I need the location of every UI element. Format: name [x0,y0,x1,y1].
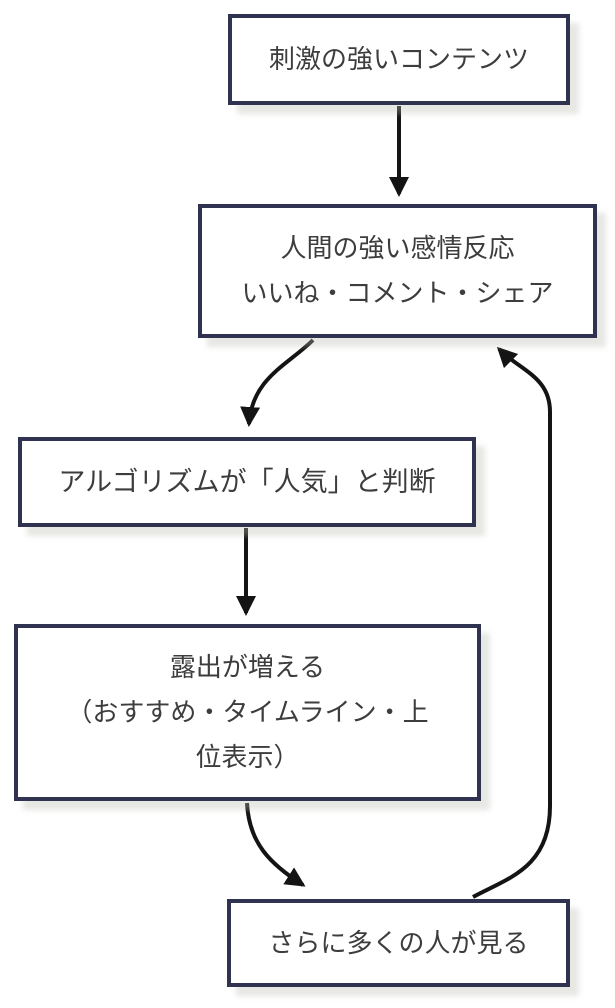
arrow-feedback-morepeople-to-reaction [472,346,552,899]
flow-box-stimulating-content: 刺激の強いコンテンツ [228,14,570,105]
box-text: いいね・コメント・シェア [241,278,554,308]
flow-box-algorithm-popular: アルゴリズムが「人気」と判断 [18,437,476,527]
arrow-exposure-to-morepeople [245,802,306,887]
flow-box-emotional-reaction: 人間の強い感情反応 いいね・コメント・シェア [198,204,597,338]
flow-box-more-people-see: さらに多くの人が見る [227,899,570,987]
flow-box-exposure-increases: 露出が増える （おすすめ・タイムライン・上 位表示） [14,624,481,801]
box-text: 人間の強い感情反応 [280,233,515,263]
arrow-reaction-to-algorithm [240,338,315,427]
box-text: 刺激の強いコンテンツ [268,44,529,74]
box-text: さらに多くの人が見る [268,927,529,958]
box-text: （おすすめ・タイムライン・上 [66,697,429,727]
box-text: 露出が増える [169,652,326,682]
box-text: アルゴリズムが「人気」と判断 [58,466,436,497]
box-text: 位表示） [195,742,300,772]
